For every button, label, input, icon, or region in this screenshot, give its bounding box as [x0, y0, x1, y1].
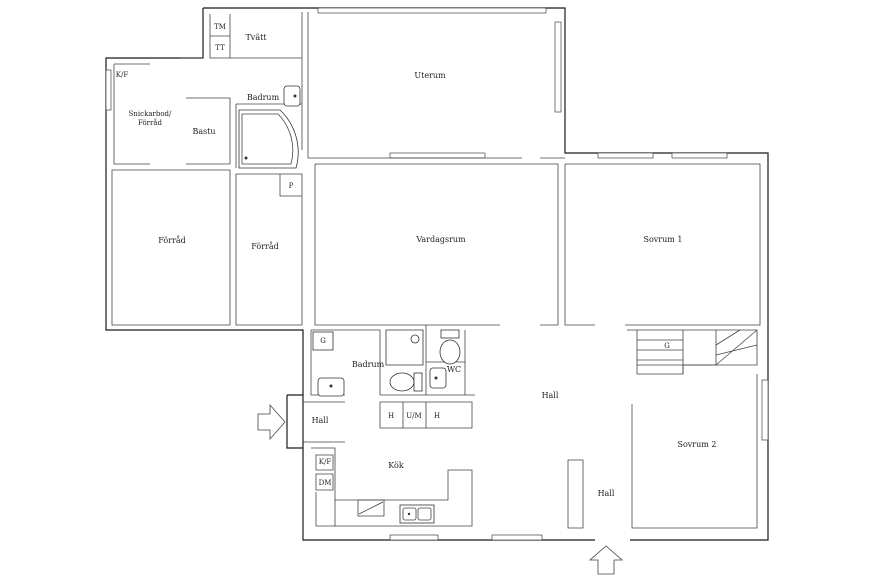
wall [303, 401, 345, 443]
wall [357, 499, 385, 517]
fixture-label-h1: H [388, 412, 394, 420]
bath-drain [244, 156, 248, 160]
wall [186, 97, 231, 164]
wall [315, 163, 559, 326]
windows [105, 7, 769, 541]
fixture-label-h2: H [434, 412, 440, 420]
wall-main-left [287, 394, 595, 541]
wall [311, 447, 473, 527]
wall [315, 454, 334, 491]
wall [402, 402, 427, 428]
fixture-label-tm: TM [214, 23, 226, 31]
fixtures [238, 85, 461, 524]
room-label-bastu: Bastu [192, 127, 215, 136]
window [761, 379, 769, 441]
toilet [389, 372, 415, 392]
wall-annex-left [105, 8, 304, 395]
shower [385, 329, 424, 366]
room-label-tvatt: Tvätt [245, 33, 267, 42]
arrow-right-icon [257, 403, 286, 441]
toilet [439, 339, 461, 365]
room-label-hall-center: Hall [542, 391, 559, 400]
room-label-sovrum1: Sovrum 1 [643, 235, 682, 244]
wall [315, 492, 335, 527]
kitchen-sink [399, 504, 435, 524]
window [554, 21, 562, 113]
window [597, 152, 654, 159]
room-label-hall-bottom: Hall [598, 489, 615, 498]
wall [425, 325, 466, 395]
window [389, 152, 486, 159]
wall [307, 150, 522, 159]
wall [113, 64, 150, 165]
room-label-forrad-mid: Förråd [251, 242, 278, 251]
fixture-label-g: G [320, 337, 326, 345]
interior-walls [111, 12, 761, 529]
g-box [312, 331, 334, 351]
outer-walls [105, 7, 769, 541]
room-label-badrum-lower: Badrum [352, 360, 385, 369]
room-label-kok: Kök [388, 461, 404, 470]
wall [314, 164, 500, 326]
wall [564, 164, 595, 326]
toilet-tank [413, 372, 423, 392]
corner-bath-inner [241, 113, 294, 165]
sink [283, 85, 301, 107]
wall [311, 329, 381, 395]
window [671, 152, 728, 159]
fixture-label-dm: DM [319, 479, 332, 487]
fixture-label-p: P [289, 182, 294, 190]
wall [565, 163, 761, 326]
fixture-label-tt: TT [215, 44, 225, 52]
fixture-label-kf: K/F [319, 458, 332, 466]
wall [379, 401, 473, 429]
room-label-badrum-upper: Badrum [247, 93, 280, 102]
room-label-wc: WC [447, 365, 461, 374]
arrow-up-icon [588, 545, 624, 575]
fixture-label-um: U/M [406, 412, 421, 420]
wall [567, 459, 584, 529]
wall [279, 174, 302, 197]
window [389, 534, 439, 541]
wall [358, 501, 384, 515]
window [491, 534, 543, 541]
room-label-uterum: Uterum [414, 71, 446, 80]
wall-entry-left [286, 395, 303, 449]
wall [631, 374, 758, 529]
window [317, 7, 547, 14]
room-label-sovrum2: Sovrum 2 [677, 440, 716, 449]
room-label-snickarbod: Snickarbod/ [129, 110, 172, 118]
sink [429, 367, 447, 389]
labels: Tvätt Uterum K/F Snickarbod/ Förråd Bast… [116, 23, 717, 498]
room-label-forrad-left: Förråd [158, 236, 185, 245]
stairs [627, 329, 758, 375]
room-label-kf: K/F [116, 71, 129, 79]
window [105, 69, 112, 111]
room-label-snickarbod-2: Förråd [138, 118, 163, 127]
wall [111, 169, 231, 326]
toilet-tank [440, 329, 460, 339]
room-label-hall-left: Hall [312, 416, 329, 425]
fixture-label-g-stairs: G [664, 342, 670, 350]
room-label-vardagsrum: Vardagsrum [415, 235, 466, 244]
corner-bath [238, 109, 299, 169]
